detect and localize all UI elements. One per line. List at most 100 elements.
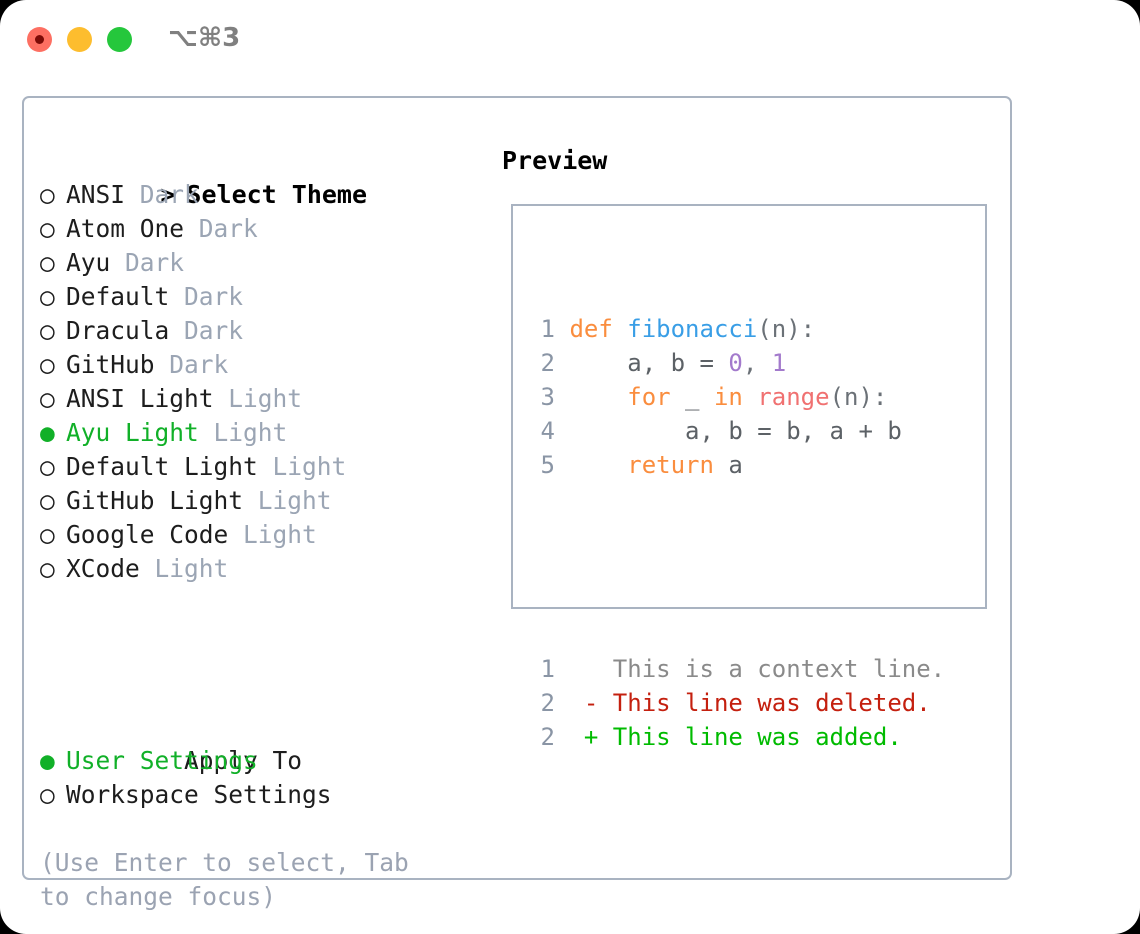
theme-item-ansi[interactable]: ○ANSI Dark (40, 178, 490, 212)
diff-line-text: + This line was added. (555, 723, 902, 751)
code-token: return (627, 451, 714, 479)
line-number: 2 (540, 723, 555, 751)
radio-unselected-icon: ○ (40, 214, 55, 243)
theme-item-label: Atom One (66, 214, 199, 243)
theme-item-label: Default Light (66, 452, 273, 481)
apply-to-item-label: User Settings (66, 746, 258, 775)
code-token: range (757, 383, 830, 411)
keyboard-shortcut-label: ⌥⌘3 (168, 23, 241, 53)
radio-selected-icon: ● (40, 746, 55, 775)
code-gutter-gap (555, 417, 569, 445)
code-token: a (713, 451, 743, 479)
line-number: 4 (540, 417, 555, 445)
theme-item-ayu-light[interactable]: ● Ayu Light Light (40, 416, 490, 450)
apply-to-item-user-settings[interactable]: ● User Settings (40, 744, 490, 778)
radio-unselected-icon: ○ (40, 780, 55, 809)
line-number: 2 (540, 349, 555, 377)
code-token: 1 (771, 349, 787, 377)
radio-unselected-icon: ○ (40, 486, 55, 515)
code-token: fibonacci (627, 315, 758, 343)
code-token: in (713, 383, 743, 411)
theme-variant-badge: Dark (184, 316, 244, 345)
theme-item-github[interactable]: ○ GitHub Dark (40, 348, 490, 382)
theme-item-label: GitHub (66, 350, 170, 379)
radio-unselected-icon: ○ (40, 520, 55, 549)
theme-item-google-code[interactable]: ○Google Code Light (40, 518, 490, 552)
theme-item-label: GitHub Light (66, 486, 258, 515)
apply-to-item-label: Workspace Settings (66, 780, 332, 809)
line-number: 1 (540, 655, 555, 683)
code-token: a, b = b, a + b (569, 417, 902, 445)
recording-indicator-icon (35, 35, 44, 44)
code-token (569, 451, 627, 479)
theme-list: >Select Theme ○ANSI Dark○Atom One Dark○A… (40, 144, 490, 586)
theme-variant-badge: Dark (184, 282, 244, 311)
code-token: 0 (728, 349, 743, 377)
theme-item-label: Dracula (66, 316, 185, 345)
theme-variant-badge: Dark (169, 350, 229, 379)
diff-line-del: 2 - This line was deleted. (529, 686, 945, 720)
radio-unselected-icon: ○ (40, 282, 55, 311)
theme-item-dracula[interactable]: ○Dracula Dark (40, 314, 490, 348)
theme-list-header: > Select Theme (40, 144, 490, 209)
code-token: (n): (829, 383, 888, 411)
radio-selected-icon: ● (40, 418, 55, 447)
minimize-window-button[interactable] (67, 27, 92, 52)
theme-item-xcode[interactable]: ○XCode Light (40, 552, 490, 586)
theme-item-default[interactable]: ○ Default Dark (40, 280, 490, 314)
theme-item-atom-one[interactable]: ○ Atom One Dark (40, 212, 490, 246)
apply-to-header: Apply To (40, 710, 490, 775)
theme-item-ansi-light[interactable]: ○ANSI Light Light (40, 382, 490, 416)
theme-variant-badge: Light (272, 452, 347, 481)
theme-variant-badge: Light (257, 486, 332, 515)
code-line: 4 a, b = b, a + b (529, 414, 945, 448)
title-bar: ⌥⌘3 (0, 0, 1140, 78)
diff-line-ctx: 1 This is a context line. (529, 652, 946, 686)
diff-line-text: - This line was deleted. (555, 689, 931, 717)
code-token: , (742, 349, 772, 377)
theme-variant-badge: Dark (198, 214, 258, 243)
code-token (743, 383, 757, 411)
code-gutter-gap (555, 349, 569, 377)
prompt-caret-icon: > (160, 180, 176, 209)
code-token: (n): (757, 315, 816, 343)
theme-item-default-light[interactable]: ○ Default Light Light (40, 450, 490, 484)
code-gutter-gap (555, 383, 569, 411)
theme-list-header-label: Select Theme (186, 180, 368, 209)
theme-variant-badge: Dark (139, 180, 199, 209)
diff-lines: 1 This is a context line.2 - This line w… (529, 652, 946, 754)
code-line: 2 a, b = 0, 1 (529, 346, 945, 380)
theme-item-ayu[interactable]: ○Ayu Dark (40, 246, 490, 280)
apply-to-header-label: Apply To (184, 746, 303, 775)
code-line: 3 for _ in range(n): (529, 380, 945, 414)
radio-unselected-icon: ○ (40, 248, 55, 277)
theme-variant-badge: Dark (125, 248, 185, 277)
apply-to-item-workspace-settings[interactable]: ○ Workspace Settings (40, 778, 490, 812)
diff-line-text: This is a context line. (555, 655, 946, 683)
code-line: 5 return a (529, 448, 945, 482)
radio-unselected-icon: ○ (40, 384, 55, 413)
code-line: 1 def fibonacci(n): (529, 312, 945, 346)
code-token: def (569, 315, 628, 343)
preview-label: Preview (502, 146, 608, 175)
maximize-window-button[interactable] (107, 27, 132, 52)
apply-to-section: Apply To ● User Settings ○ Workspace Settin… (40, 710, 490, 812)
theme-variant-badge: Light (228, 384, 303, 413)
theme-variant-badge: Light (243, 520, 317, 549)
code-gutter-gap (555, 451, 569, 479)
radio-unselected-icon: ○ (40, 452, 55, 481)
code-gutter-gap (555, 315, 569, 343)
radio-unselected-icon: ○ (40, 350, 55, 379)
diff-line-add: 2 + This line was added. (529, 720, 945, 754)
theme-item-label: ANSI (66, 180, 140, 209)
theme-item-github-light[interactable]: ○ GitHub Light Light (40, 484, 490, 518)
theme-item-label: Default (66, 282, 185, 311)
theme-item-label: Ayu Light (66, 418, 214, 447)
line-number: 3 (540, 383, 555, 411)
theme-variant-badge: Light (213, 418, 288, 447)
theme-variant-badge: Light (154, 554, 229, 583)
